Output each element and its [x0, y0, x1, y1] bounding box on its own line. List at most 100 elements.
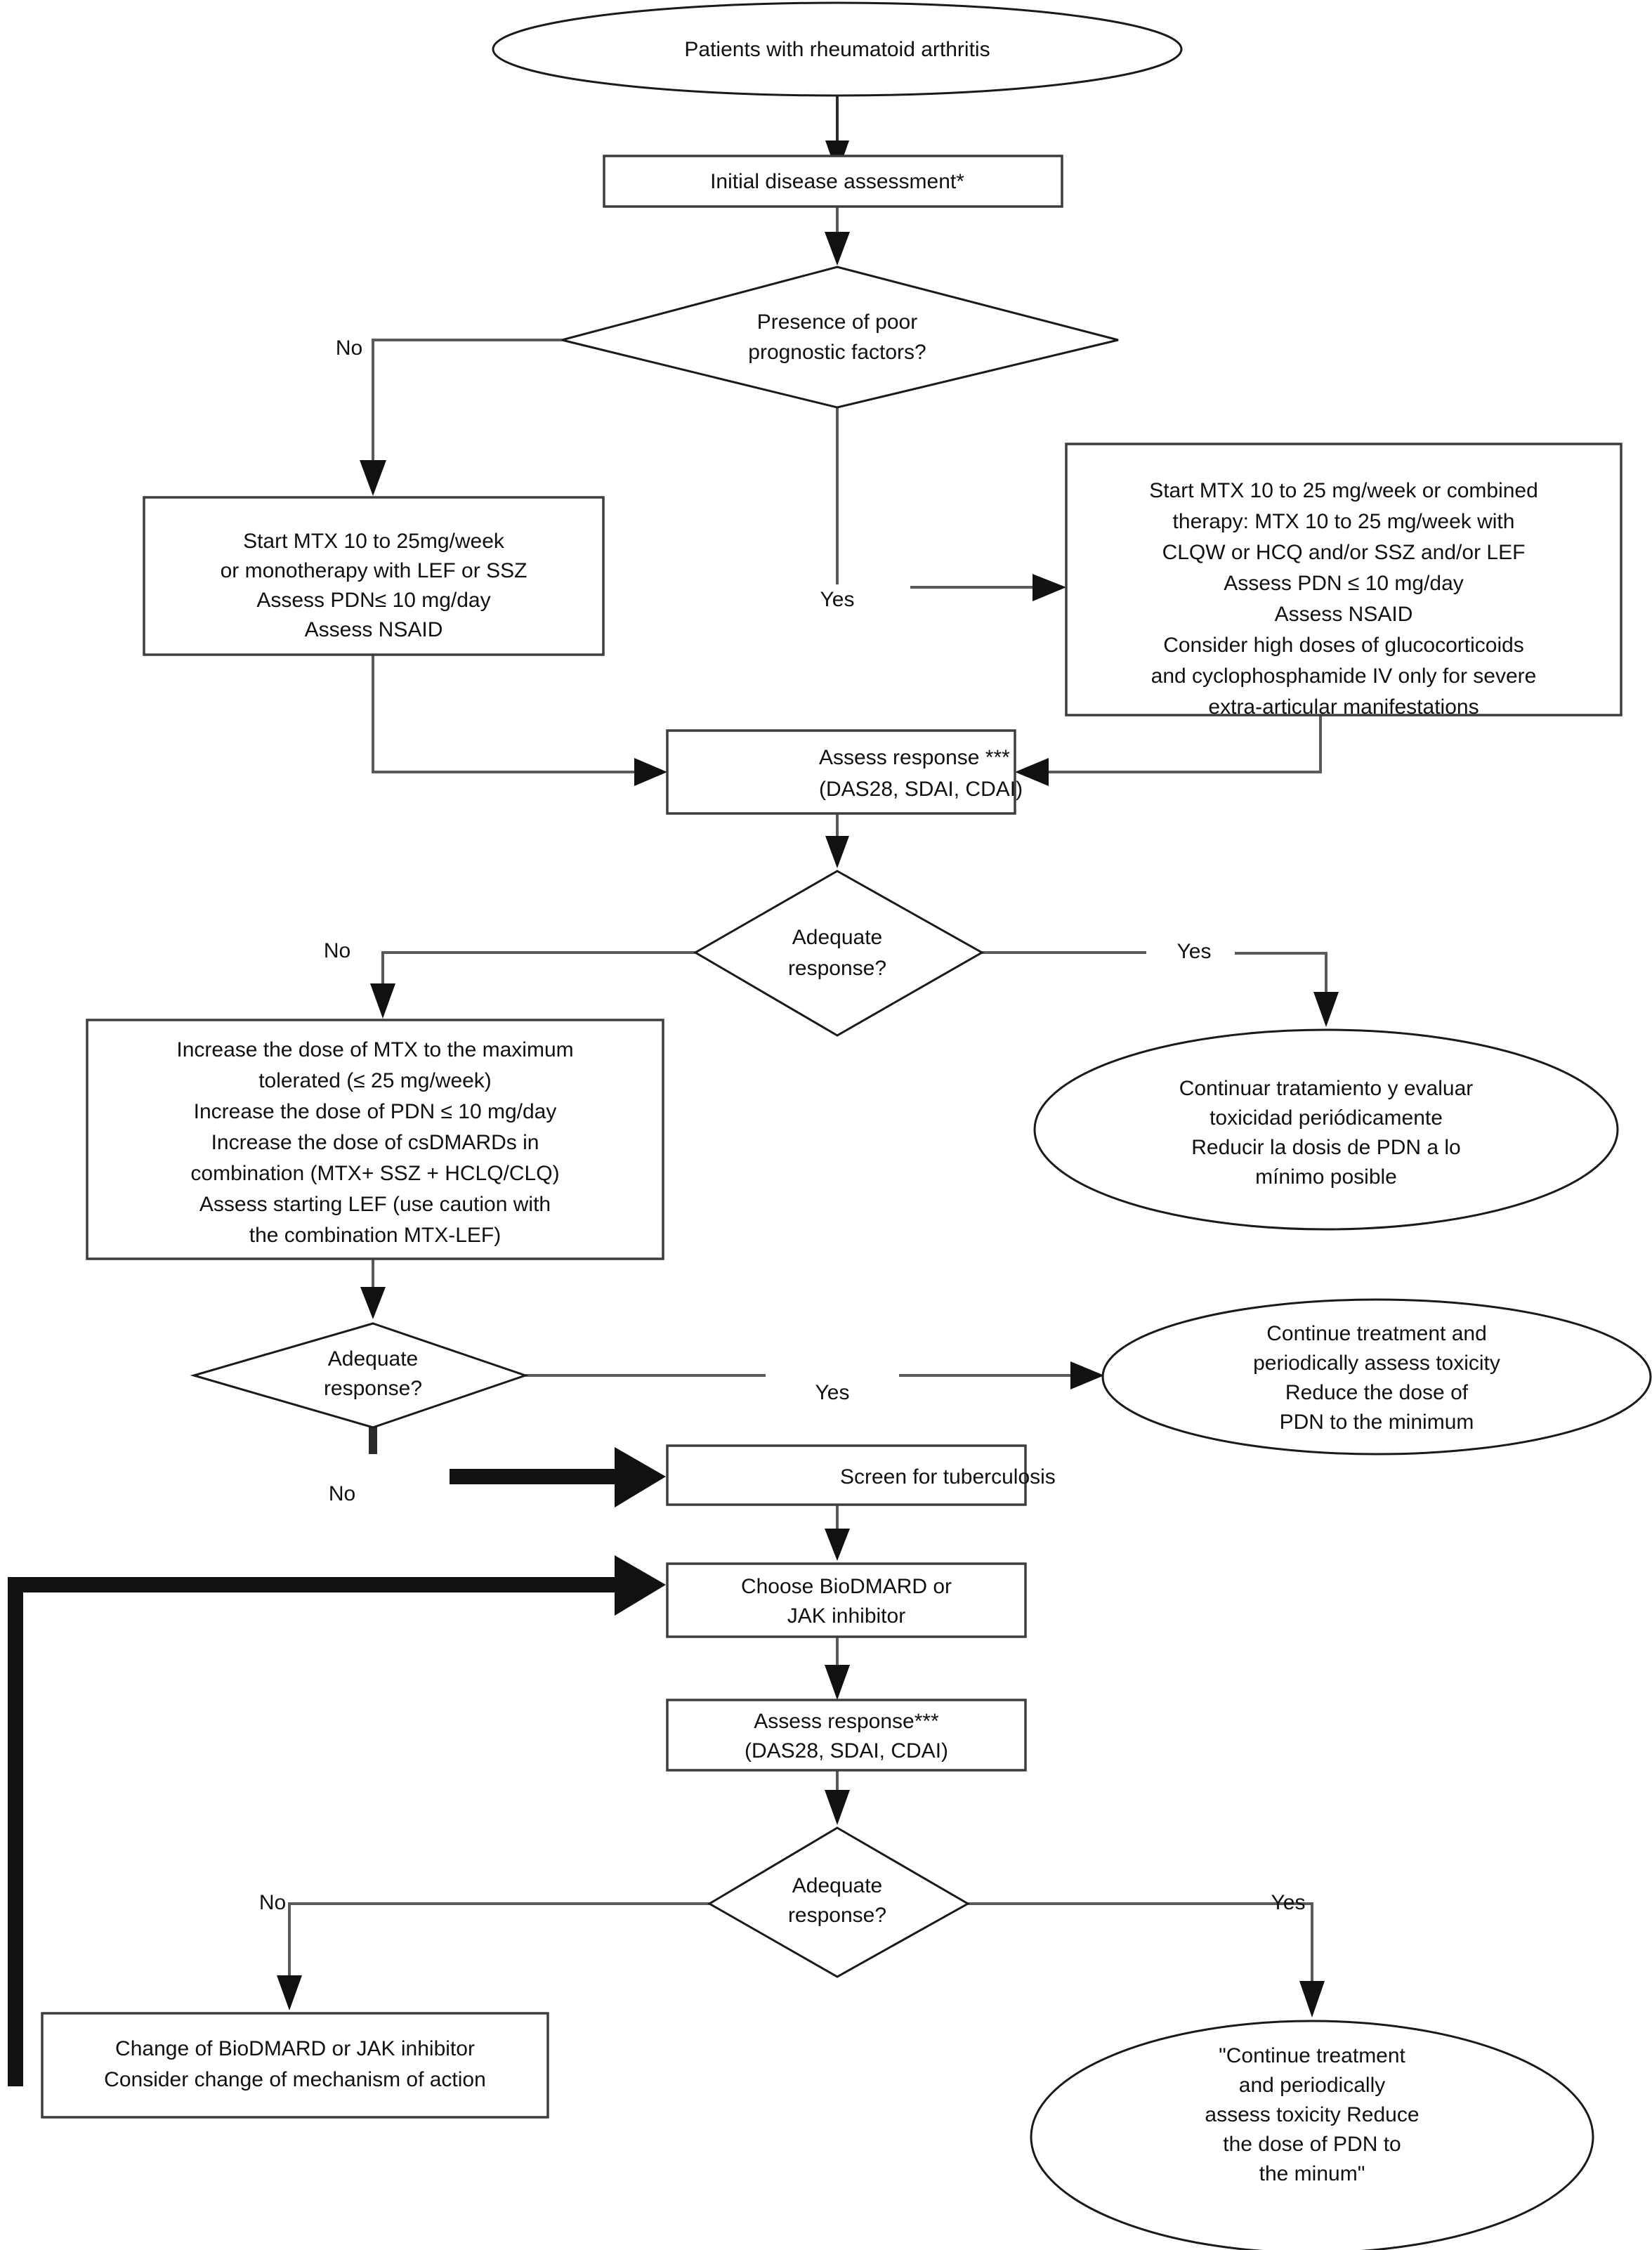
- arrowhead-decision3-yes: [1070, 1361, 1104, 1389]
- continue-en-1-line-4: PDN to the minimum: [1280, 1411, 1474, 1434]
- node-assess-response-1[interactable]: Assess response *** (DAS28, SDAI, CDAI): [666, 729, 1023, 815]
- continue-en-2-line-4: the dose of PDN to: [1223, 2133, 1401, 2156]
- change-biodmard-line-1: Change of BioDMARD or JAK inhibitor: [115, 2037, 475, 2060]
- edge-decision2-yes-arm2: [1235, 952, 1328, 1000]
- edge-label-no-4: No: [259, 1891, 286, 1914]
- node-start-mtx-combined[interactable]: Start MTX 10 to 25 mg/week or combined t…: [1065, 443, 1622, 719]
- arrowhead-feedback-loop: [615, 1555, 666, 1616]
- start-mtx-combined-line-4: Assess PDN ≤ 10 mg/day: [1224, 572, 1464, 595]
- assess-response-2-line-2: (DAS28, SDAI, CDAI): [745, 1739, 948, 1762]
- assess-response-1-box-shape: [666, 729, 1016, 815]
- node-start[interactable]: Patients with rheumatoid arthritis: [492, 1, 1183, 97]
- adequate-response-1-diamond-shape: [693, 870, 985, 1037]
- continue-en-2-line-2: and periodically: [1239, 2074, 1385, 2097]
- node-initial-assessment[interactable]: Initial disease assessment*: [603, 155, 1063, 208]
- adequate-response-3-line-2: response?: [788, 1904, 886, 1927]
- arrowhead-decision4-no: [277, 1975, 302, 2010]
- assess-response-2-box-shape: [666, 1699, 1027, 1772]
- node-continue-treatment-en-1[interactable]: Continue treatment and periodically asse…: [1101, 1298, 1652, 1456]
- increase-dose-line-3: Increase the dose of PDN ≤ 10 mg/day: [194, 1100, 557, 1123]
- node-choose-biodmard[interactable]: Choose BioDMARD or JAK inhibitor: [666, 1562, 1027, 1638]
- increase-dose-line-4: Increase the dose of csDMARDs in: [211, 1131, 539, 1154]
- start-mtx-combined-box-shape: [1065, 443, 1622, 717]
- arrowhead-combined-to-assess1: [1015, 758, 1049, 786]
- edge-decision1-no: [372, 339, 562, 472]
- start-mtx-combined-line-8: extra-articular manifestations: [1208, 695, 1479, 719]
- node-continue-treatment-en-2[interactable]: "Continue treatment and periodically ass…: [1030, 2020, 1594, 2250]
- continue-en-2-line-1: "Continue treatment: [1219, 2044, 1405, 2067]
- increase-dose-box-shape: [86, 1019, 664, 1260]
- node-change-biodmard[interactable]: Change of BioDMARD or JAK inhibitor Cons…: [41, 2012, 549, 2119]
- edge-label-yes-3: Yes: [815, 1381, 850, 1404]
- poor-prognostic-diamond-shape: [561, 266, 1119, 409]
- arrowhead-increase-to-decision3: [360, 1287, 386, 1319]
- change-biodmard-box-shape: [41, 2012, 549, 2119]
- increase-dose-line-6: Assess starting LEF (use caution with: [199, 1193, 551, 1216]
- node-start-mtx-mono[interactable]: Start MTX 10 to 25mg/week or monotherapy…: [143, 496, 605, 656]
- edge-feedback-loop: [8, 1577, 618, 2086]
- arrowhead-decision2-no: [370, 983, 395, 1019]
- continuar-es-ellipse-shape: [1033, 1028, 1619, 1231]
- arrowhead-screentb-to-choose: [825, 1529, 850, 1561]
- edge-label-no-2: No: [324, 939, 350, 962]
- arrowhead-initial-to-decision1: [825, 232, 850, 266]
- start-mtx-combined-line-5: Assess NSAID: [1275, 603, 1413, 626]
- screen-tb-box-shape: [666, 1444, 1027, 1506]
- continuar-es-line-3: Reducir la dosis de PDN a lo: [1191, 1136, 1461, 1159]
- assess-response-1-line-1: Assess response ***: [819, 746, 1010, 769]
- arrowhead-no-to-screen-tb: [615, 1447, 666, 1507]
- start-mtx-mono-line-2: or monotherapy with LEF or SSZ: [221, 559, 527, 582]
- start-mtx-mono-line-1: Start MTX 10 to 25mg/week: [243, 530, 505, 553]
- edge-label-no-1: No: [336, 336, 362, 360]
- arrowhead-mono-to-assess1: [634, 758, 667, 786]
- edge-combined-to-assess1: [1027, 715, 1322, 773]
- continue-en-1-line-2: periodically assess toxicity: [1253, 1352, 1500, 1375]
- adequate-response-3-line-1: Adequate: [792, 1874, 882, 1897]
- node-adequate-response-1-decision[interactable]: Adequate response?: [693, 870, 985, 1037]
- adequate-response-1-line-1: Adequate: [792, 926, 882, 949]
- start-mtx-mono-line-3: Assess PDN≤ 10 mg/day: [256, 589, 490, 612]
- arrowhead-choose-to-assess2: [825, 1665, 850, 1700]
- arrowhead-assess1-to-decision2: [825, 836, 849, 868]
- increase-dose-line-2: tolerated (≤ 25 mg/week): [258, 1069, 492, 1092]
- arrowhead-decision2-yes: [1313, 992, 1339, 1027]
- arrowhead-assess2-to-decision4: [825, 1790, 850, 1825]
- start-label: Patients with rheumatoid arthritis: [684, 38, 990, 61]
- start-mtx-combined-line-2: therapy: MTX 10 to 25 mg/week with: [1173, 510, 1515, 533]
- increase-dose-line-1: Increase the dose of MTX to the maximum: [176, 1038, 573, 1061]
- poor-prognostic-line-2: prognostic factors?: [748, 341, 926, 364]
- edge-label-layer: No Yes No Yes Yes No No Yes: [259, 336, 1306, 1914]
- adequate-response-2-diamond-shape: [190, 1322, 529, 1429]
- start-mtx-combined-line-6: Consider high doses of glucocorticoids: [1163, 634, 1524, 657]
- adequate-response-3-diamond-shape: [707, 1826, 971, 1978]
- assess-response-2-line-1: Assess response***: [754, 1710, 939, 1733]
- continue-en-1-ellipse-shape: [1101, 1298, 1652, 1456]
- edge-decision4-yes: [968, 1902, 1313, 1988]
- edge-mono-to-assess1: [372, 655, 657, 773]
- node-continuar-tratamiento-es[interactable]: Continuar tratamiento y evaluar toxicida…: [1033, 1028, 1619, 1231]
- node-increase-dose[interactable]: Increase the dose of MTX to the maximum …: [86, 1019, 664, 1260]
- node-adequate-response-2-decision[interactable]: Adequate response?: [190, 1322, 529, 1429]
- edge-label-yes-4: Yes: [1271, 1891, 1306, 1914]
- initial-assessment-label: Initial disease assessment*: [710, 170, 964, 193]
- node-adequate-response-3-decision[interactable]: Adequate response?: [707, 1826, 971, 1978]
- node-poor-prognostic-decision[interactable]: Presence of poor prognostic factors?: [561, 266, 1119, 409]
- node-assess-response-2[interactable]: Assess response*** (DAS28, SDAI, CDAI): [666, 1699, 1027, 1772]
- start-mtx-combined-line-3: CLQW or HCQ and/or SSZ and/or LEF: [1162, 541, 1526, 564]
- increase-dose-line-7: the combination MTX-LEF): [249, 1224, 501, 1247]
- edge-decision2-no: [381, 951, 695, 994]
- continue-en-1-line-3: Reduce the dose of: [1285, 1381, 1469, 1404]
- screen-tb-label: Screen for tuberculosis: [840, 1465, 1056, 1489]
- choose-biodmard-line-1: Choose BioDMARD or: [741, 1575, 952, 1598]
- adequate-response-1-line-2: response?: [788, 957, 886, 980]
- start-mtx-mono-box-shape: [143, 496, 605, 656]
- arrowhead-decision1-yes: [1032, 574, 1066, 601]
- continue-en-2-ellipse-shape: [1030, 2020, 1594, 2250]
- start-mtx-combined-line-7: and cyclophosphamide IV only for severe: [1151, 665, 1537, 688]
- start-mtx-mono-line-4: Assess NSAID: [305, 618, 443, 641]
- assess-response-1-line-2: (DAS28, SDAI, CDAI): [819, 778, 1023, 801]
- node-screen-tuberculosis[interactable]: Screen for tuberculosis: [666, 1444, 1056, 1506]
- edge-decision4-no: [288, 1902, 709, 1982]
